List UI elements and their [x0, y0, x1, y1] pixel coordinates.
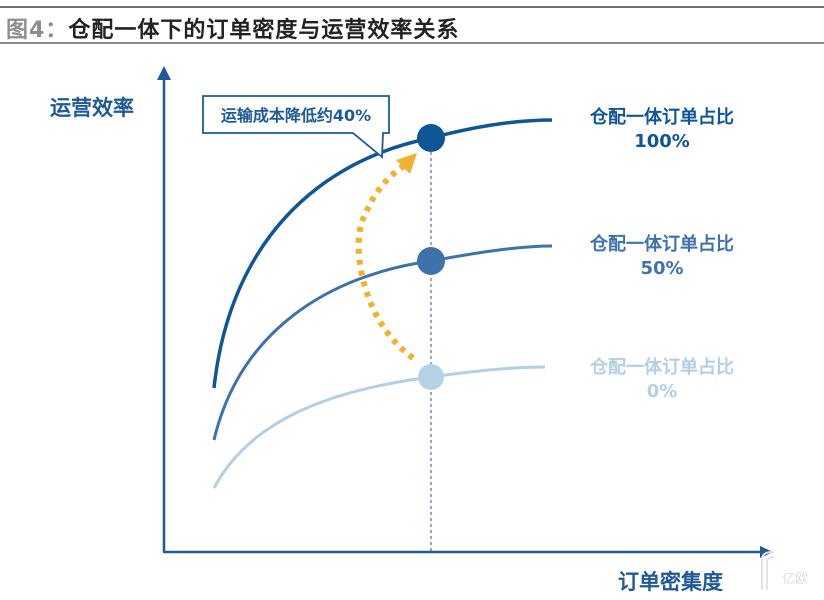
y-axis-label: 运营效率 [50, 96, 134, 120]
improvement-arrow [355, 162, 415, 361]
series-value: 0% [646, 381, 678, 402]
x-axis-label: 订单密集度 [618, 570, 723, 594]
curve-100pct [212, 118, 553, 389]
watermark-logo-icon [761, 551, 775, 590]
point-50pct [417, 247, 445, 275]
figure-label: 图4： [6, 18, 69, 43]
curve-0pct [212, 365, 546, 489]
callout-text: 运输成本降低约40% [220, 106, 372, 125]
title-bottom-rule [0, 42, 824, 44]
series-name: 仓配一体订单占比 [590, 357, 734, 378]
callout-box [202, 95, 390, 159]
point-100pct [417, 124, 445, 152]
series-label-50pct: 仓配一体订单占比 50% [576, 233, 748, 281]
curve-50pct [212, 244, 553, 441]
figure-title: 仓配一体下的订单密度与运营效率关系 [68, 18, 460, 43]
improvement-arrowhead-icon [396, 153, 417, 174]
watermark-text: 亿欧 [782, 572, 809, 587]
title-top-rule [0, 6, 824, 8]
page-title: 图4：仓配一体下的订单密度与运营效率关系 [6, 12, 459, 44]
series-value: 50% [640, 258, 684, 279]
series-name: 仓配一体订单占比 [590, 234, 734, 255]
series-name: 仓配一体订单占比 [590, 107, 734, 128]
series-label-0pct: 仓配一体订单占比 0% [576, 356, 748, 404]
series-label-100pct: 仓配一体订单占比 100% [576, 106, 748, 154]
series-value: 100% [634, 131, 690, 152]
y-axis-arrow-icon [157, 66, 171, 80]
point-0pct [418, 364, 444, 390]
